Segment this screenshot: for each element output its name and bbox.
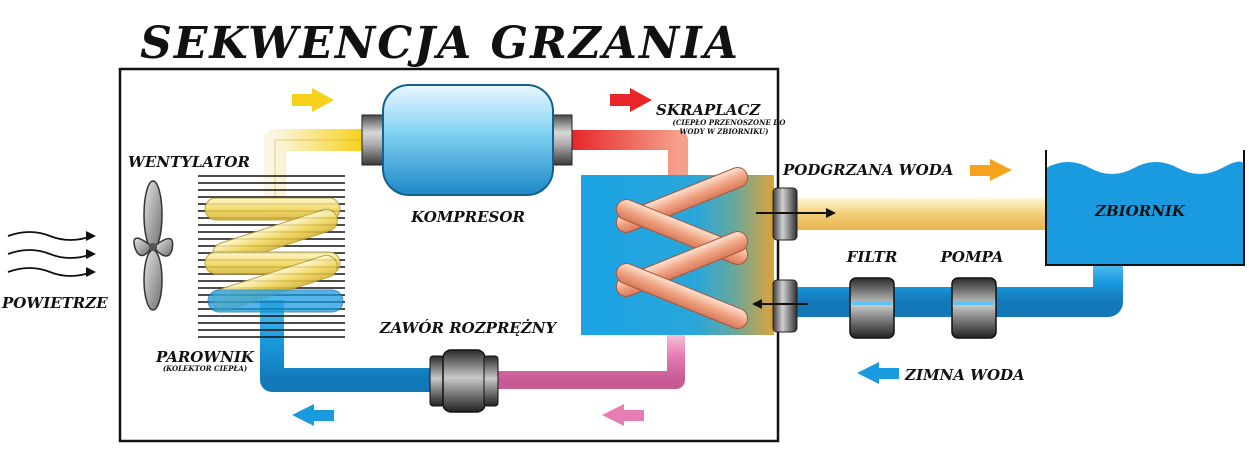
label-kompresor: KOMPRESOR: [410, 208, 525, 226]
label-skraplacz-sub-2: WODY W ZBIORNIKU): [680, 127, 769, 136]
label-powietrze: POWIETRZE: [1, 294, 108, 312]
fan-icon: [133, 180, 174, 311]
label-skraplacz: SKRAPLACZ: [656, 101, 761, 119]
label-zimna-woda: ZIMNA WODA: [904, 366, 1025, 384]
flow-arrow-yellow-icon: [292, 88, 334, 112]
cold-water-pipe: [795, 262, 1123, 317]
pump: [951, 277, 997, 339]
compressor: [361, 84, 573, 196]
flow-arrow-blue-icon: [292, 404, 334, 426]
diagram-title: SEKWENCJA GRZANIA: [140, 18, 740, 69]
label-parownik: PAROWNIK: [155, 348, 255, 366]
label-wentylator: WENTYLATOR: [128, 153, 250, 171]
expansion-valve: [429, 349, 499, 413]
water-tank: [1045, 150, 1245, 266]
flow-arrow-orange-icon: [970, 159, 1012, 181]
cold-water-connector: [772, 279, 798, 333]
liquid-return-pipe: [260, 300, 432, 392]
flow-arrow-pink-icon: [602, 404, 644, 426]
discharge-pipe: [572, 130, 688, 180]
flow-arrow-blue-cold-icon: [857, 362, 899, 384]
heat-exchange-arrows-icon: [752, 208, 836, 309]
evaporator-coil: [204, 197, 344, 313]
label-zawor: ZAWÓR ROZPRĘŻNY: [379, 318, 558, 337]
label-filtr: FILTR: [846, 248, 898, 266]
filter: [849, 277, 895, 339]
air-flow-arrows-icon: [7, 231, 96, 277]
condenser-coil: [615, 167, 749, 329]
hot-water-pipe: [795, 198, 1047, 230]
label-skraplacz-sub-1: (CIEPŁO PRZENOSZONE DO: [673, 118, 787, 127]
label-zbiornik: ZBIORNIK: [1094, 202, 1186, 220]
label-podgrzana-woda: PODGRZANA WODA: [782, 161, 953, 179]
label-pompa: POMPA: [940, 248, 1004, 266]
flow-arrow-red-icon: [610, 88, 652, 112]
liquid-pipe: [495, 330, 685, 389]
label-parownik-sub: (KOLEKTOR CIEPŁA): [163, 364, 247, 373]
